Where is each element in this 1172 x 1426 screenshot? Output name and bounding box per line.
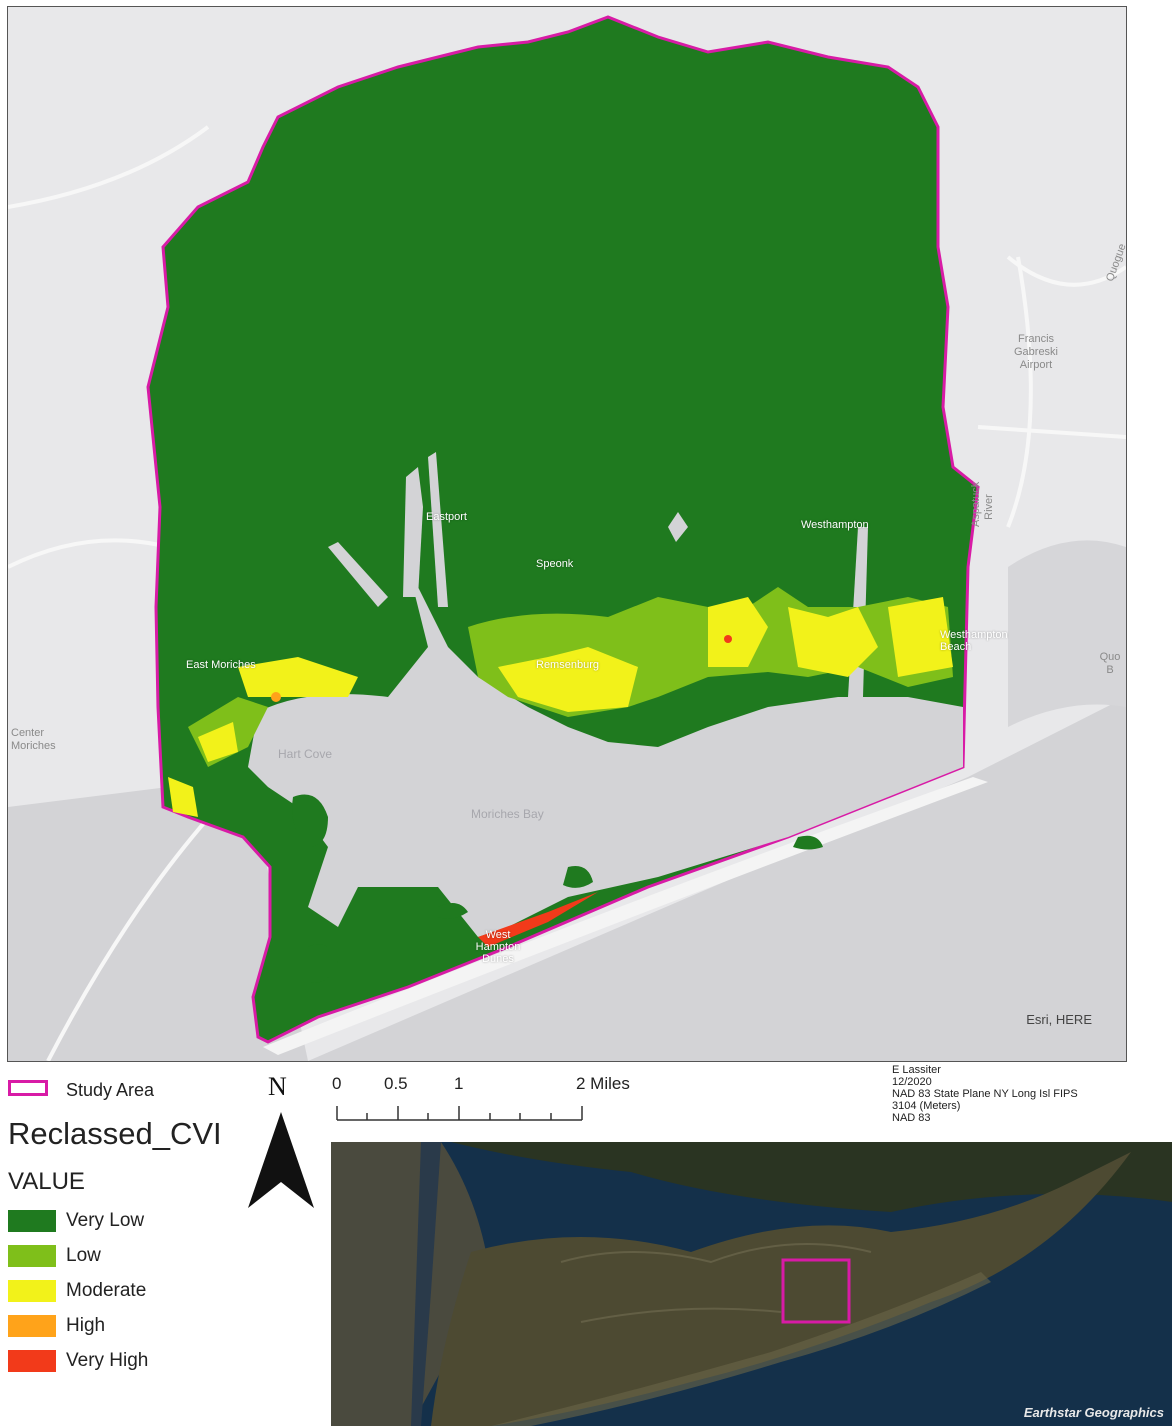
legend-swatch-very-low	[8, 1210, 56, 1232]
inset-study-area-box	[781, 1258, 851, 1324]
place-label-speonk: Speonk	[536, 558, 574, 570]
north-arrow-label: N	[268, 1072, 287, 1101]
scale-label: 0	[332, 1074, 342, 1093]
legend-class-label: Low	[66, 1245, 101, 1266]
inset-attribution: Earthstar Geographics	[1023, 1405, 1164, 1420]
place-label-east-moriches: East Moriches	[186, 659, 256, 671]
scale-bar: 0 0.5 1 2 Miles	[330, 1074, 650, 1134]
legend-swatch-very-high	[8, 1350, 56, 1372]
legend-swatch-high	[8, 1315, 56, 1337]
north-arrow-icon	[248, 1112, 314, 1208]
legend-swatch-moderate	[8, 1280, 56, 1302]
legend-study-area-label: Study Area	[66, 1080, 155, 1100]
credit-datum: NAD 83	[892, 1112, 931, 1124]
water-label-hart-cove: Hart Cove	[278, 747, 333, 761]
legend-class-label: High	[66, 1315, 106, 1336]
legend-class-label: Very High	[66, 1350, 149, 1371]
basemap-label-quogue-right: Quo B	[1099, 651, 1121, 676]
scale-label: 2 Miles	[576, 1074, 630, 1093]
legend-class-label: Moderate	[66, 1280, 147, 1301]
credit-author: E Lassiter	[892, 1064, 941, 1076]
main-map[interactable]: Eastport Speonk Westhampton Westhampton …	[7, 6, 1127, 1062]
legend-swatch-low	[8, 1245, 56, 1267]
place-label-remsenburg: Remsenburg	[536, 659, 599, 671]
credit-projection-units: 3104 (Meters)	[892, 1100, 961, 1112]
place-label-westhampton-beach: Westhampton Beach	[940, 629, 1008, 653]
basemap-label-center-moriches: Center Moriches	[11, 727, 56, 752]
legend-class-label: Very Low	[66, 1210, 145, 1231]
basemap-label-river: Aspatuck River	[970, 481, 995, 527]
moriches-bay-water	[248, 567, 963, 937]
inset-imagery	[331, 1142, 1172, 1426]
place-label-eastport: Eastport	[426, 511, 467, 523]
north-arrow: N	[246, 1072, 316, 1212]
water-label-moriches-bay: Moriches Bay	[471, 807, 544, 821]
scale-label: 0.5	[384, 1074, 408, 1093]
place-label-west-hampton-dunes: West Hampton Dunes	[475, 929, 521, 965]
scale-label: 1	[454, 1074, 464, 1093]
basemap-label-airport: Francis Gabreski Airport	[1013, 333, 1059, 371]
legend-field-title: VALUE	[8, 1168, 85, 1195]
place-label-westhampton: Westhampton	[801, 519, 869, 531]
legend-layer-title: Reclassed_CVI	[8, 1116, 222, 1151]
map-attribution: Esri, HERE	[1026, 1012, 1092, 1027]
map-canvas	[8, 7, 1126, 1061]
credit-date: 12/2020	[892, 1076, 932, 1088]
inset-map[interactable]: Earthstar Geographics	[331, 1142, 1172, 1426]
legend: Study Area Reclassed_CVI VALUE Very Low …	[0, 1066, 330, 1396]
credit-projection: NAD 83 State Plane NY Long Isl FIPS	[892, 1088, 1078, 1100]
study-area-swatch	[8, 1080, 48, 1096]
map-credits: E Lassiter 12/2020 NAD 83 State Plane NY…	[892, 1064, 1078, 1124]
scale-bar-graphic	[336, 1106, 583, 1121]
